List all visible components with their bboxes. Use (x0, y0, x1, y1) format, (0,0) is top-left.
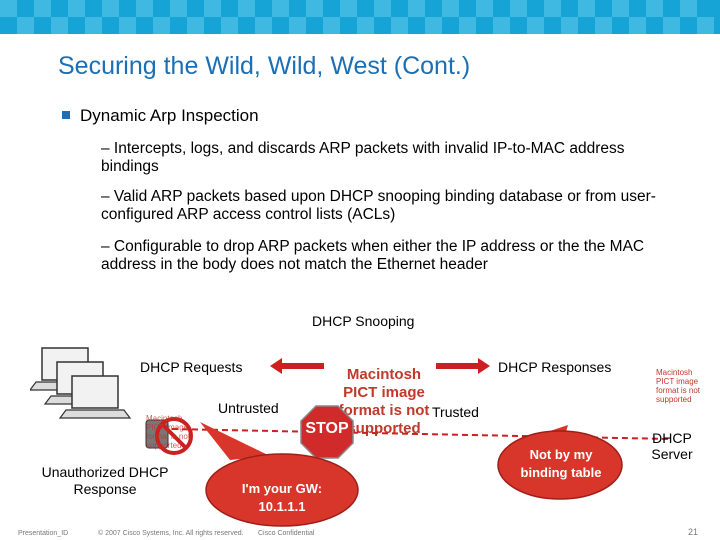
dhcp-server-label: DHCP Server (651, 430, 693, 462)
slide-title: Securing the Wild, Wild, West (Cont.) (58, 52, 471, 80)
binding-bubble-text: Not by my binding table (520, 447, 602, 480)
gw-speech-bubble (200, 422, 359, 527)
footer-confidential: Cisco Confidential (258, 530, 315, 537)
laptops-icon (30, 347, 132, 419)
stop-sign-icon (300, 405, 354, 459)
dhcp-snooping-label: DHCP Snooping (312, 313, 415, 329)
unsupported-image-placeholder-left: Macintosh PICT image format is not suppo… (146, 414, 191, 450)
footer-presentation-id: Presentation_ID (18, 530, 69, 537)
bullet-marker (62, 111, 70, 119)
main-bullet: Dynamic Arp Inspection (80, 106, 259, 125)
left-arrow-icon (270, 358, 324, 374)
gw-bubble-text: I'm your GW: 10.1.1.1 (241, 481, 323, 514)
sub-bullet-2: – Valid ARP packets based upon DHCP snoo… (101, 188, 656, 223)
trusted-label: Trusted (432, 404, 479, 420)
dhcp-responses-label: DHCP Responses (498, 359, 612, 375)
right-arrow-icon (436, 358, 490, 374)
sub-bullet-3: – Configurable to drop ARP packets when … (101, 238, 645, 273)
footer-copyright: © 2007 Cisco Systems, Inc. All rights re… (98, 530, 244, 537)
unsupported-image-placeholder-right: Macintosh PICT image format is not suppo… (656, 368, 701, 404)
checker-pattern (0, 0, 714, 34)
untrusted-label: Untrusted (218, 400, 279, 416)
rogue-device-icon (145, 417, 193, 455)
sub-bullet-1: – Intercepts, logs, and discards ARP pac… (101, 140, 625, 175)
dhcp-requests-label: DHCP Requests (140, 359, 243, 375)
unauthorized-response-label: Unauthorized DHCP Response (41, 464, 169, 497)
binding-speech-bubble (497, 425, 623, 500)
stop-sign-label: STOP (305, 420, 349, 437)
page-number: 21 (688, 527, 699, 537)
